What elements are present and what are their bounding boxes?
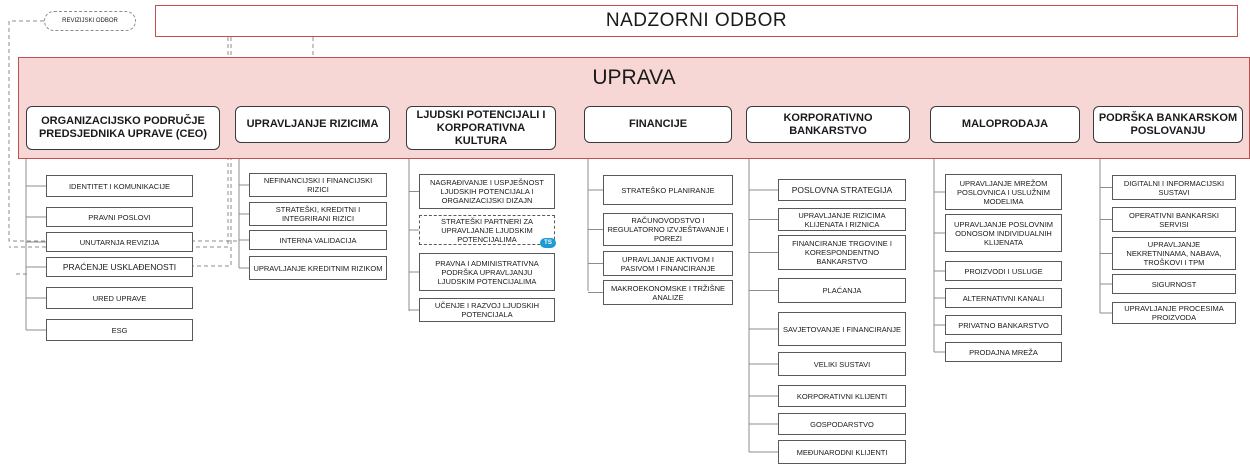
unit-aktiva-pasiva[interactable]: UPRAVLJANJE AKTIVOM I PASIVOM I FINANCIR… <box>603 251 733 276</box>
unit-savjetovanje[interactable]: SAVJETOVANJE I FINANCIRANJE <box>778 312 906 346</box>
management-title: UPRAVA <box>592 66 676 89</box>
unit-makroekonomske-analize[interactable]: MAKROEKONOMSKE I TRŽIŠNE ANALIZE <box>603 280 733 305</box>
unit-strateski-partneri[interactable]: STRATEŠKI PARTNERI ZA UPRAVLJANJE LJUDSK… <box>419 215 555 245</box>
audit-committee[interactable]: REVIZIJSKI ODBOR <box>44 11 136 31</box>
unit-pravna-podrska[interactable]: PRAVNA I ADMINISTRATIVNA PODRŠKA UPRAVLJ… <box>419 253 555 291</box>
unit-interna-validacija[interactable]: INTERNA VALIDACIJA <box>249 230 387 250</box>
unit-digitalni-sustavi[interactable]: DIGITALNI I INFORMACIJSKI SUSTAVI <box>1112 175 1236 200</box>
header-hr[interactable]: LJUDSKI POTENCIJALI I KORPORATIVNA KULTU… <box>406 106 556 150</box>
header-ceo[interactable]: ORGANIZACIJSKO PODRUČJE PREDSJEDNIKA UPR… <box>26 106 220 150</box>
unit-veliki-sustavi[interactable]: VELIKI SUSTAVI <box>778 352 906 376</box>
unit-identitet[interactable]: IDENTITET I KOMUNIKACIJE <box>46 175 193 197</box>
unit-ucenje-razvoj[interactable]: UČENJE I RAZVOJ LJUDSKIH POTENCIJALA <box>419 298 555 322</box>
unit-nefinancijski-rizici[interactable]: NEFINANCIJSKI I FINANCIJSKI RIZICI <box>249 173 387 197</box>
header-finance[interactable]: FINANCIJE <box>584 106 732 143</box>
unit-mreza-poslovnica[interactable]: UPRAVLJANJE MREŽOM POSLOVNICA I USLUŽNIM… <box>945 174 1062 210</box>
unit-rizici-klijenata[interactable]: UPRAVLJANJE RIZICIMA KLIJENATA I RIZNICA <box>778 208 906 231</box>
unit-ured-uprave[interactable]: URED UPRAVE <box>46 287 193 309</box>
unit-kreditni-rizik[interactable]: UPRAVLJANJE KREDITNIM RIZIKOM <box>249 256 387 280</box>
header-retail[interactable]: MALOPRODAJA <box>930 106 1080 143</box>
unit-pravni-poslovi[interactable]: PRAVNI POSLOVI <box>46 207 193 227</box>
unit-strateski-rizici[interactable]: STRATEŠKI, KREDITNI I INTEGRIRANI RIZICI <box>249 202 387 226</box>
unit-placanja[interactable]: PLAĆANJA <box>778 278 906 303</box>
unit-alternativni-kanali[interactable]: ALTERNATIVNI KANALI <box>945 288 1062 308</box>
header-support[interactable]: PODRŠKA BANKARSKOM POSLOVANJU <box>1093 106 1243 143</box>
unit-nekretnine-nabava[interactable]: UPRAVLJANJE NEKRETNINAMA, NABAVA, TROŠKO… <box>1112 237 1236 270</box>
header-corporate[interactable]: KORPORATIVNO BANKARSTVO <box>746 106 910 143</box>
unit-sigurnost[interactable]: SIGURNOST <box>1112 274 1236 294</box>
unit-privatno-bankarstvo[interactable]: PRIVATNO BANKARSTVO <box>945 315 1062 335</box>
ts-badge: TS <box>540 238 556 248</box>
unit-upravljanje-procesima[interactable]: UPRAVLJANJE PROCESIMA PROIZVODA <box>1112 302 1236 324</box>
unit-proizvodi-usluge[interactable]: PROIZVODI I USLUGE <box>945 261 1062 281</box>
unit-korporativni-klijenti[interactable]: KORPORATIVNI KLIJENTI <box>778 385 906 407</box>
header-risk[interactable]: UPRAVLJANJE RIZICIMA <box>235 106 390 143</box>
unit-unutarnja-revizija[interactable]: UNUTARNJA REVIZIJA <box>46 232 193 252</box>
unit-poslovni-odnos[interactable]: UPRAVLJANJE POSLOVNIM ODNOSOM INDIVIDUAL… <box>945 214 1062 252</box>
unit-operativni-servisi[interactable]: OPERATIVNI BANKARSKI SERVISI <box>1112 207 1236 232</box>
unit-racunovodstvo[interactable]: RAČUNOVODSTVO I REGULATORNO IZVJEŠTAVANJ… <box>603 213 733 246</box>
unit-esg[interactable]: ESG <box>46 319 193 341</box>
supervisory-board[interactable]: NADZORNI ODBOR <box>155 5 1238 37</box>
unit-gospodarstvo[interactable]: GOSPODARSTVO <box>778 413 906 435</box>
unit-financiranje-trgovine[interactable]: FINANCIRANJE TRGOVINE I KORESPONDENTNO B… <box>778 235 906 270</box>
unit-pracenje-uskladenosti[interactable]: PRAĆENJE USKLAĐENOSTI <box>46 257 193 277</box>
unit-prodajna-mreza[interactable]: PRODAJNA MREŽA <box>945 342 1062 362</box>
unit-stratesko-planiranje[interactable]: STRATEŠKO PLANIRANJE <box>603 175 733 205</box>
unit-nagradivanje[interactable]: NAGRAĐIVANJE I USPJEŠNOST LJUDSKIH POTEN… <box>419 174 555 209</box>
unit-medunarodni-klijenti[interactable]: MEĐUNARODNI KLIJENTI <box>778 440 906 464</box>
unit-poslovna-strategija[interactable]: POSLOVNA STRATEGIJA <box>778 179 906 201</box>
